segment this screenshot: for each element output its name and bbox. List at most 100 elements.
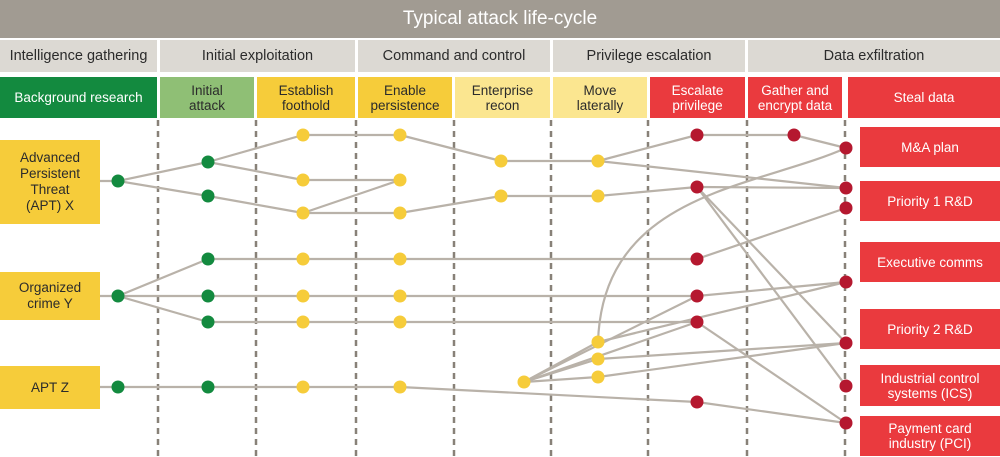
target-ics: Industrial control systems (ICS) — [860, 365, 1000, 406]
path-node-y6a — [690, 252, 704, 266]
path-node-t5 — [839, 416, 853, 430]
phase-data-exfiltration: Data exfiltration — [748, 40, 1000, 72]
path-line-x3c-x4b — [399, 194, 502, 215]
path-node-x4b — [494, 189, 508, 203]
path-line-z5b-t3 — [597, 341, 847, 361]
path-node-z5c — [591, 370, 605, 384]
path-node-y6c — [690, 315, 704, 329]
path-line-x0-x1b — [117, 179, 209, 198]
stage-background-research: Background research — [0, 77, 157, 118]
path-node-z4 — [517, 375, 531, 389]
path-node-x5a — [591, 154, 605, 168]
path-line-y0-y1c — [117, 294, 209, 324]
stage-initial-attack: Initial attack — [160, 77, 254, 118]
path-line-x2c-x3b — [302, 178, 401, 215]
target-executive-comms: Executive comms — [860, 242, 1000, 282]
path-node-z5a — [591, 335, 605, 349]
path-node-z1 — [201, 380, 215, 394]
path-node-x7a — [787, 128, 801, 142]
path-node-y1a — [201, 252, 215, 266]
path-node-x6b — [690, 180, 704, 194]
phase-initial-exploitation: Initial exploitation — [160, 40, 355, 72]
path-line-z5a-t2 — [597, 280, 847, 344]
path-line-x0-x1a — [117, 160, 209, 183]
phase-intelligence-gathering: Intelligence gathering — [0, 40, 157, 72]
path-node-t2 — [839, 275, 853, 289]
actor-apt-x: Advanced Persistent Threat (APT) X — [0, 140, 100, 224]
path-node-x0 — [111, 174, 125, 188]
path-line-z5c-t3 — [597, 341, 847, 379]
path-node-z6 — [690, 395, 704, 409]
path-node-x1b — [201, 189, 215, 203]
stage-escalate-privilege: Escalate privilege — [650, 77, 745, 118]
actor-organized-crime-y: Organized crime Y — [0, 272, 100, 320]
stage-dividers — [156, 120, 847, 457]
path-line-y6c-t5 — [696, 321, 847, 424]
path-node-x2c — [296, 206, 310, 220]
path-node-z3 — [393, 380, 407, 394]
stage-enterprise-recon: Enterprise recon — [455, 77, 550, 118]
stage-enable-persistence: Enable persistence — [358, 77, 452, 118]
path-line-x6b-t1a — [696, 185, 847, 190]
path-line-z6-t5 — [696, 400, 847, 425]
path-node-t0 — [839, 141, 853, 155]
path-node-z0 — [111, 380, 125, 394]
path-node-x5b — [591, 189, 605, 203]
path-line-x1b-x2c — [207, 194, 304, 215]
path-line-x6b-t3 — [696, 186, 847, 344]
stage-establish-foothold: Establish foothold — [257, 77, 355, 118]
path-node-y2c — [296, 315, 310, 329]
path-line-x5a-t1a — [597, 159, 847, 190]
path-node-y3a — [393, 252, 407, 266]
path-line-z4-z5c — [523, 375, 599, 384]
path-node-y1c — [201, 315, 215, 329]
stage-move-laterally: Move laterally — [553, 77, 647, 118]
target-priority-2-rd: Priority 2 R&D — [860, 309, 1000, 349]
path-line-x6b-t4 — [696, 186, 847, 387]
path-line-z4-y6c — [523, 320, 698, 384]
stage-steal-data: Steal data — [848, 77, 1000, 118]
target-priority-1-rd: Priority 1 R&D — [860, 181, 1000, 221]
path-nodes — [111, 128, 853, 430]
path-line-x1a-x2a — [207, 133, 304, 164]
path-line-x5a-x6a — [597, 133, 698, 163]
path-line-x5b-x6b — [597, 185, 698, 198]
path-line-y0-y1a — [117, 257, 209, 298]
path-node-x2a — [296, 128, 310, 142]
path-node-x3c — [393, 206, 407, 220]
path-node-z2 — [296, 380, 310, 394]
path-node-x2b — [296, 173, 310, 187]
path-node-y2b — [296, 289, 310, 303]
path-node-y3c — [393, 315, 407, 329]
path-node-t1a — [839, 181, 853, 195]
path-line-y6a-t1b — [696, 206, 847, 261]
path-node-y6b — [690, 289, 704, 303]
diagram-title: Typical attack life-cycle — [0, 0, 1000, 38]
target-ma-plan: M&A plan — [860, 127, 1000, 167]
path-line-z3-z6 — [399, 385, 698, 404]
path-node-y3b — [393, 289, 407, 303]
path-line-y6b-t2 — [696, 280, 847, 298]
target-pci: Payment card industry (PCI) — [860, 416, 1000, 456]
path-node-z5b — [591, 352, 605, 366]
phase-privilege-escalation: Privilege escalation — [553, 40, 745, 72]
path-node-x6a — [690, 128, 704, 142]
path-node-t1b — [839, 201, 853, 215]
path-node-x4a — [494, 154, 508, 168]
path-node-y2a — [296, 252, 310, 266]
path-node-y0 — [111, 289, 125, 303]
path-node-y1b — [201, 289, 215, 303]
phase-command-and-control: Command and control — [358, 40, 550, 72]
path-line-x7a-t0 — [793, 133, 847, 150]
path-node-x1a — [201, 155, 215, 169]
path-node-x3b — [393, 173, 407, 187]
stage-gather-and-encrypt-data: Gather and encrypt data — [748, 77, 842, 118]
path-lines — [100, 133, 847, 425]
path-curve-z5a-t0 — [596, 146, 847, 343]
path-node-x3a — [393, 128, 407, 142]
path-node-t3 — [839, 336, 853, 350]
path-line-x3a-x4a — [399, 133, 502, 163]
path-line-x1a-x2b — [207, 160, 304, 182]
